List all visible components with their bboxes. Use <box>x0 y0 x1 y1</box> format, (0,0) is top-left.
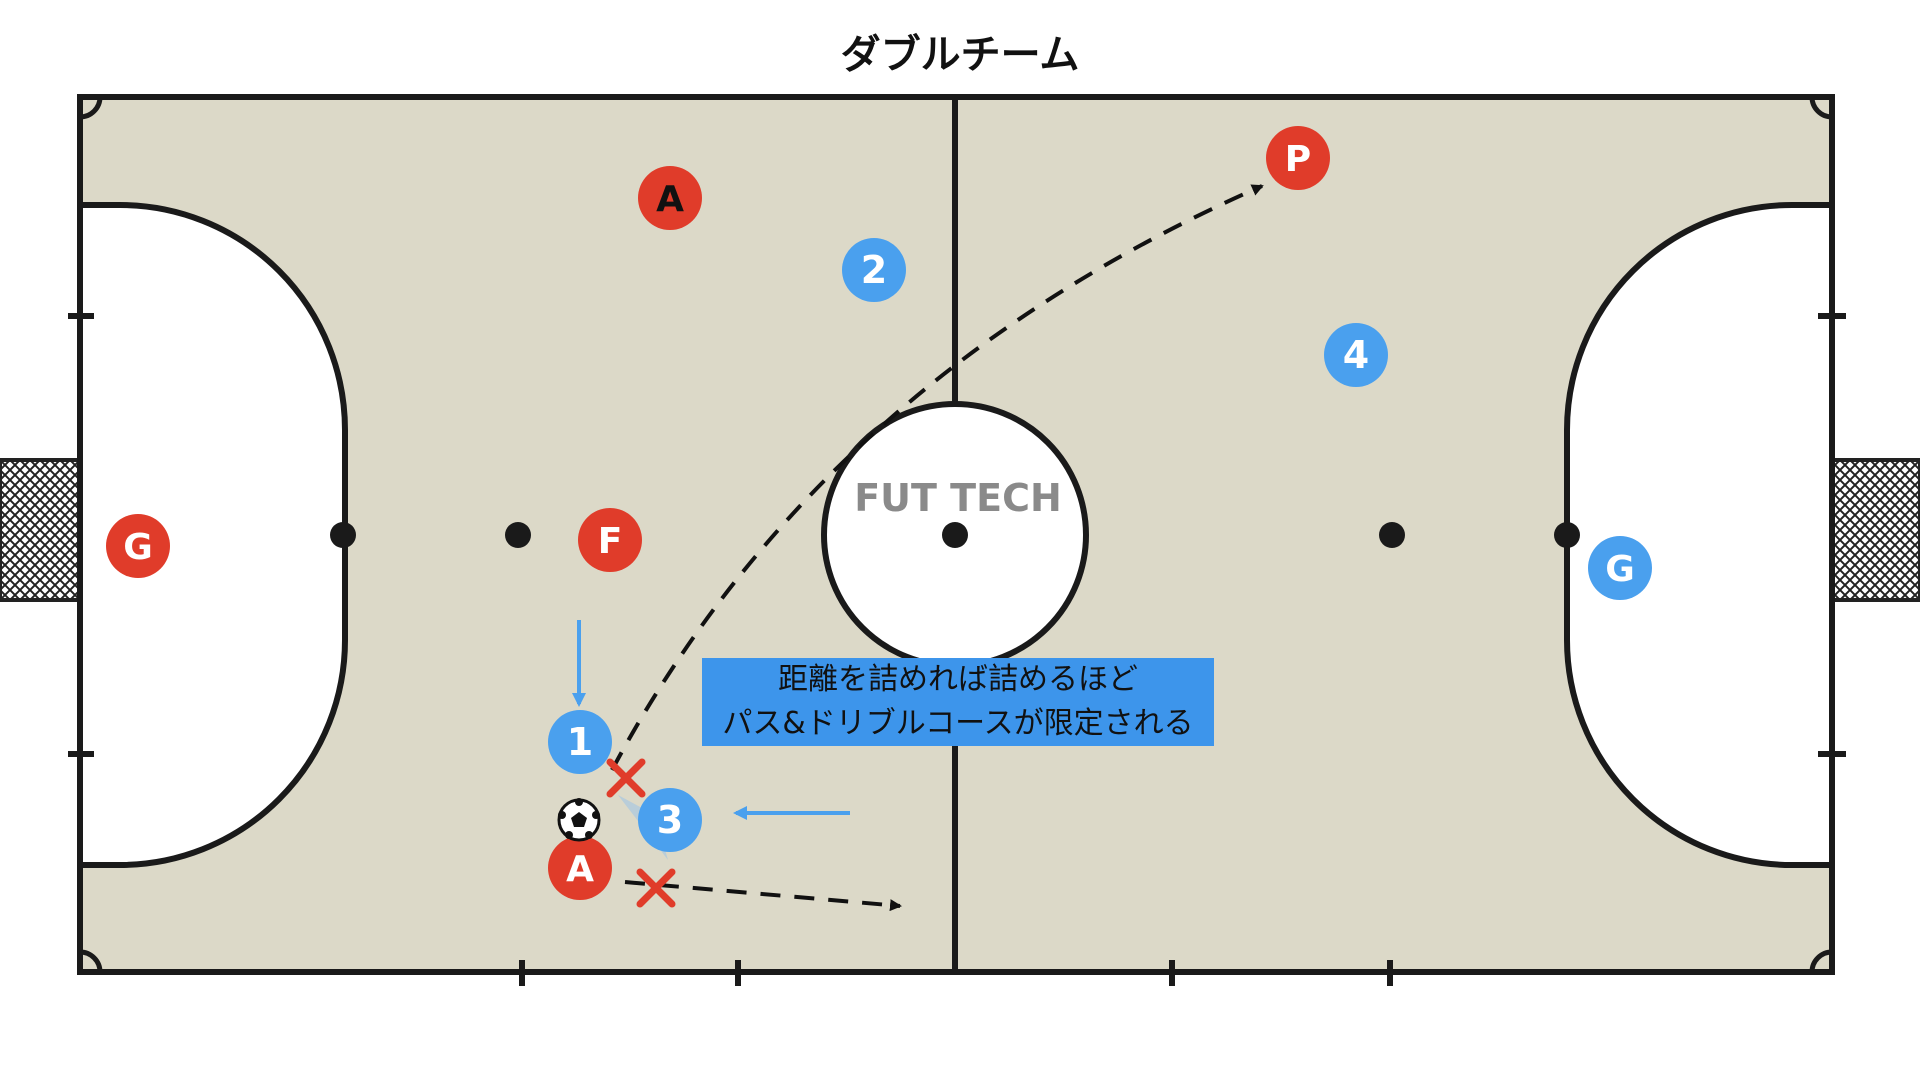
red-player-a-top[interactable]: A <box>638 166 702 230</box>
corner-arc-bl <box>79 949 103 973</box>
left-penalty-spot <box>330 522 356 548</box>
cross-mark-icon <box>636 868 676 908</box>
player-label: G <box>123 527 153 568</box>
player-label: 2 <box>861 248 887 292</box>
red-player-p[interactable]: P <box>1266 126 1330 190</box>
left-penalty-area <box>77 202 348 868</box>
right-penalty-spot <box>1554 522 1580 548</box>
player-label: G <box>1605 549 1635 590</box>
red-player-a-bottom[interactable]: A <box>548 836 612 900</box>
blue-player-1[interactable]: 1 <box>548 710 612 774</box>
boundary-ticks <box>68 313 1846 986</box>
watermark-text: FUT TECH <box>854 476 1062 520</box>
player-label: 3 <box>657 798 683 842</box>
dribble-arrow <box>624 880 902 912</box>
player-label: A <box>656 179 684 220</box>
blue-player-4[interactable]: 4 <box>1324 323 1388 387</box>
right-second-penalty-spot <box>1379 522 1405 548</box>
player-label: P <box>1285 139 1311 180</box>
blue-player-2[interactable]: 2 <box>842 238 906 302</box>
left-second-penalty-spot <box>505 522 531 548</box>
callout-line-1: 距離を詰めれば詰めるほど <box>778 662 1138 697</box>
right-penalty-area <box>1564 202 1835 868</box>
soccer-ball-icon <box>557 798 601 842</box>
player-label: F <box>598 521 623 562</box>
center-spot <box>942 522 968 548</box>
right-goal-net <box>1830 458 1920 602</box>
player-label: 1 <box>567 720 593 764</box>
callout-box: 距離を詰めれば詰めるほど パス&ドリブルコースが限定される <box>702 658 1214 746</box>
callout-line-2: パス&ドリブルコースが限定される <box>722 706 1194 741</box>
player-label: A <box>566 849 594 890</box>
red-player-g[interactable]: G <box>106 514 170 578</box>
cross-mark-icon <box>606 758 646 798</box>
left-goal-net <box>0 458 82 602</box>
blue-player-g[interactable]: G <box>1588 536 1652 600</box>
corner-arc-tr <box>1809 96 1833 120</box>
page-title: ダブルチーム <box>840 32 1080 78</box>
red-player-f[interactable]: F <box>578 508 642 572</box>
blue-player-3[interactable]: 3 <box>638 788 702 852</box>
pass-arrow <box>610 184 1264 771</box>
player-label: 4 <box>1343 333 1369 377</box>
corner-arc-tl <box>79 96 103 120</box>
corner-arc-br <box>1809 949 1833 973</box>
